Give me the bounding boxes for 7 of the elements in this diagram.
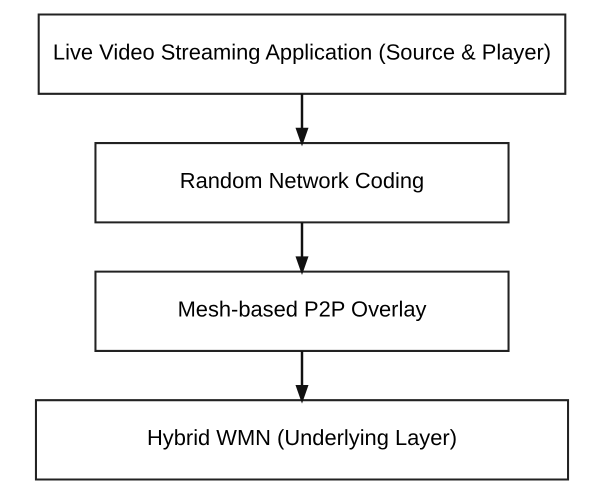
arrow bbox=[294, 93, 308, 146]
node-box: Random Network Coding bbox=[94, 142, 510, 223]
node-box: Mesh-based P2P Overlay bbox=[94, 270, 510, 352]
node-box: Hybrid WMN (Underlying Layer) bbox=[34, 398, 569, 480]
arrow bbox=[294, 350, 308, 404]
arrow bbox=[294, 222, 308, 274]
node-box: Live Video Streaming Application (Source & Player) bbox=[37, 12, 566, 94]
